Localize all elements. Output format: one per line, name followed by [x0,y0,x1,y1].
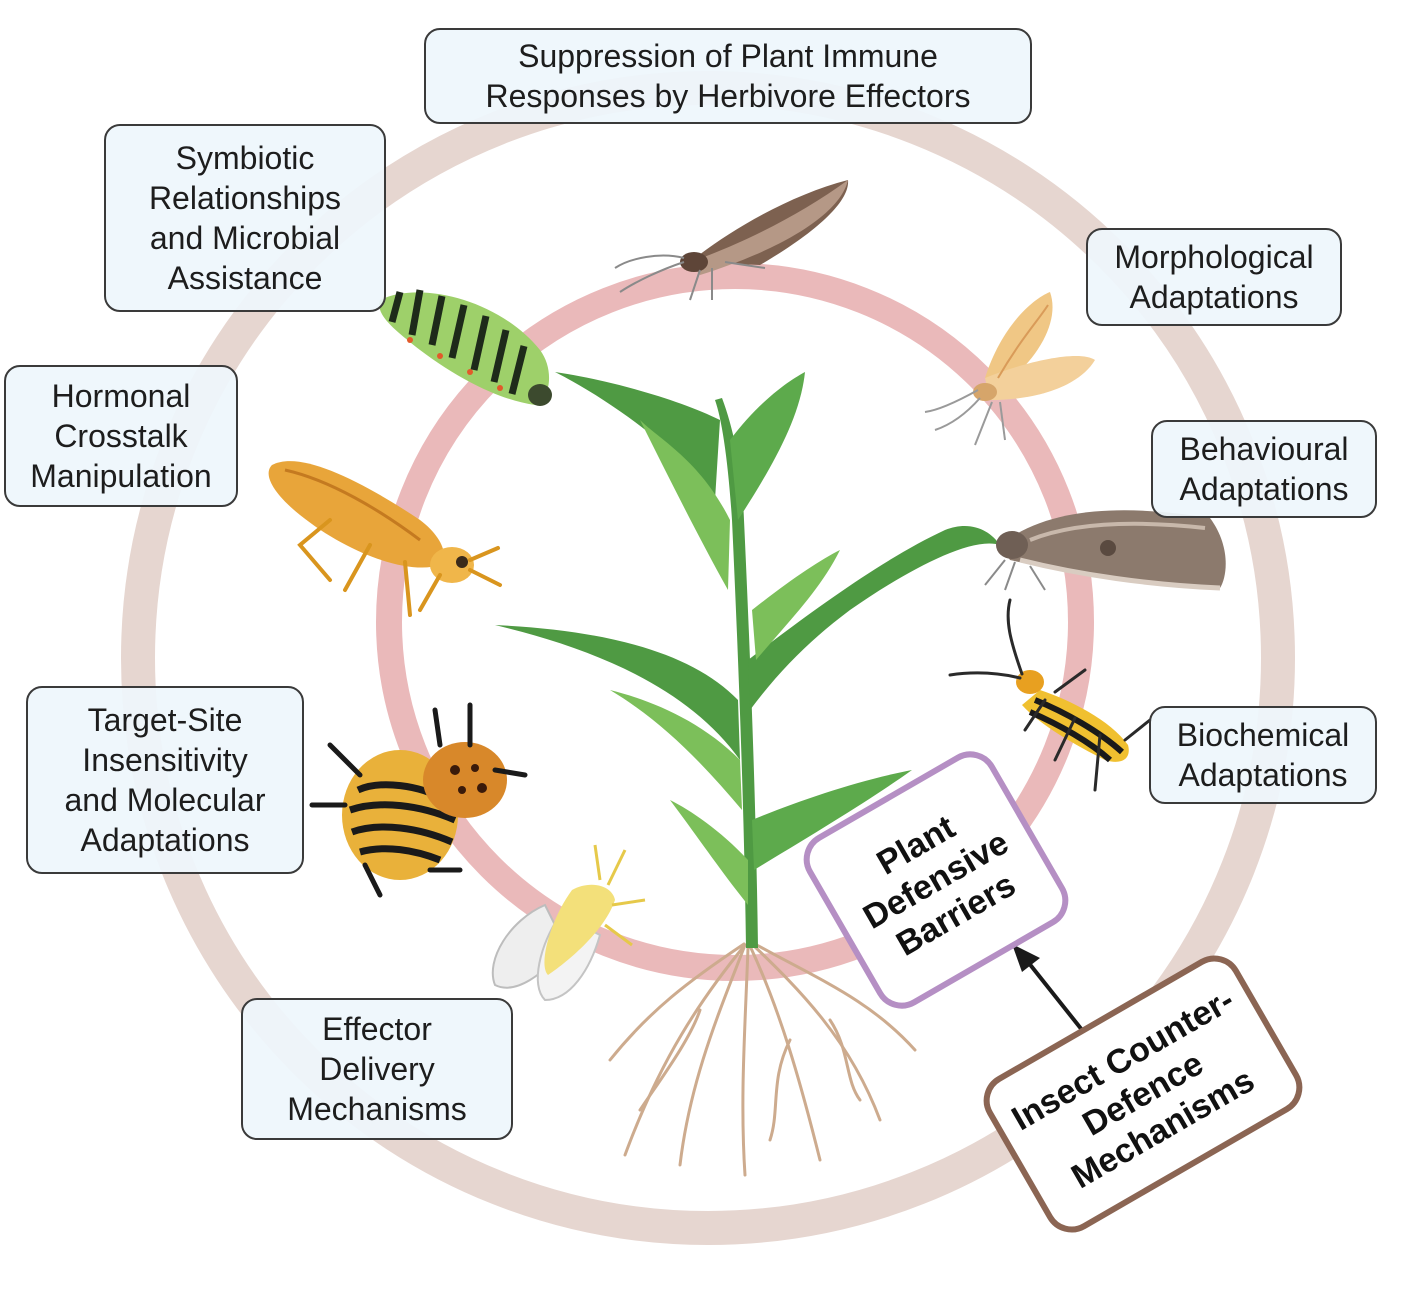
label-effector-line-2: Delivery [319,1051,435,1087]
label-behavioural: Behavioural Adaptations [1151,420,1377,518]
label-effector: Effector Delivery Mechanisms [241,998,513,1140]
label-biochemical: Biochemical Adaptations [1149,706,1377,804]
label-behavioural-line-1: Behavioural [1179,431,1349,467]
whitefly-icon [491,844,646,1002]
pale-yellow-moth-icon [924,292,1095,446]
label-symbiotic-line-2: Relationships [148,180,342,216]
label-hormonal-line-2: Crosstalk [54,418,188,454]
label-behavioural-line-2: Adaptations [1179,471,1349,507]
label-target-site: Target-Site Insensitivity and Molecular … [26,686,304,874]
label-morphological-line-2: Adaptations [1129,279,1299,315]
striped-cucumber-beetle-icon [948,598,1152,792]
label-symbiotic-line-4: Assistance [167,260,323,296]
label-symbiotic: Symbiotic Relationships and Microbial As… [104,124,386,312]
label-suppression: Suppression of Plant Immune Responses by… [424,28,1032,124]
colorado-potato-beetle-icon [309,702,528,898]
label-biochemical-line-2: Adaptations [1178,757,1348,793]
label-effector-line-1: Effector [322,1011,432,1047]
label-hormonal: Hormonal Crosstalk Manipulation [4,365,238,507]
label-target-site-line-2: Insensitivity [82,742,248,778]
label-symbiotic-line-1: Symbiotic [175,140,315,176]
label-effector-line-3: Mechanisms [287,1091,467,1127]
label-symbiotic-line-3: and Microbial [149,220,341,256]
counter-defence-arrow [1012,944,1092,1042]
label-target-site-line-3: and Molecular [64,782,266,818]
label-morphological-line-1: Morphological [1114,239,1314,275]
grey-owlet-moth-icon [984,510,1226,591]
label-target-site-line-1: Target-Site [87,702,243,738]
orange-cockroach-icon [268,461,502,617]
label-morphological: Morphological Adaptations [1086,228,1342,326]
label-suppression-line-1: Suppression of Plant Immune [518,38,938,74]
label-hormonal-line-1: Hormonal [51,378,191,414]
label-target-site-line-4: Adaptations [80,822,250,858]
maize-plant-icon [495,372,1000,1177]
label-suppression-line-2: Responses by Herbivore Effectors [485,78,971,114]
label-hormonal-line-3: Manipulation [30,458,212,494]
label-biochemical-line-1: Biochemical [1176,717,1350,753]
brown-moth-icon [614,180,849,301]
green-striped-caterpillar-icon [379,289,552,406]
